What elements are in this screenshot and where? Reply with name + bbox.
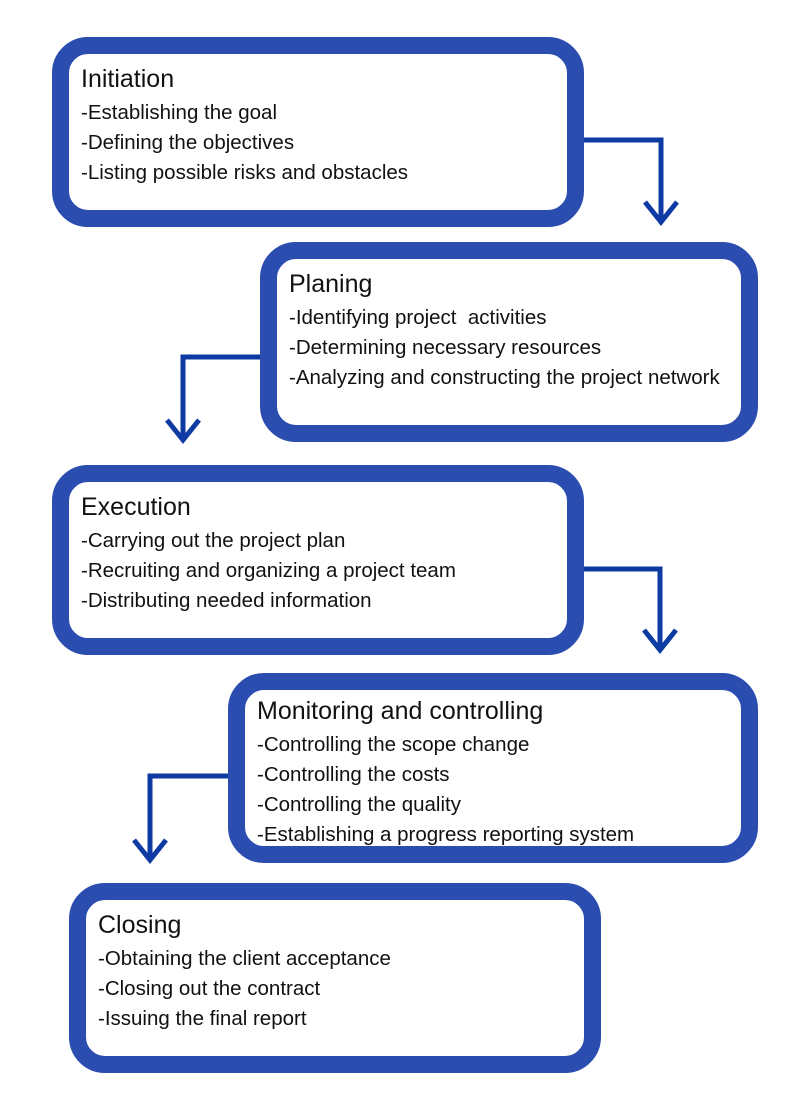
stage-item: -Recruiting and organizing a project tea… (81, 559, 456, 582)
stage-item: -Controlling the scope change (257, 733, 530, 756)
stage-item: -Analyzing and constructing the project … (289, 366, 720, 389)
stage-item: -Carrying out the project plan (81, 529, 346, 552)
stage-execution: Execution -Carrying out the project plan… (52, 465, 584, 655)
stage-monitoring-and-controlling: Monitoring and controlling -Controlling … (228, 673, 758, 863)
stage-item: -Establishing the goal (81, 101, 278, 124)
stage-item: -Defining the objectives (81, 131, 295, 154)
stage-item: -Closing out the contract (98, 977, 321, 1000)
stage-title: Planing (289, 270, 373, 298)
arrow-execution-to-monitoring (575, 566, 678, 655)
stage-item: -Obtaining the client acceptance (98, 947, 391, 970)
stage-item: -Issuing the final report (98, 1007, 307, 1030)
stage-item: -Establishing a progress reporting syste… (257, 823, 635, 846)
arrow-initiation-to-planing (575, 137, 679, 227)
stage-planing: Planing -Identifying project activities … (260, 242, 758, 442)
stage-title: Execution (81, 493, 191, 521)
arrow-monitoring-to-closing (132, 773, 236, 865)
stage-item: -Listing possible risks and obstacles (81, 161, 409, 184)
stage-item: -Identifying project activities (289, 306, 547, 329)
stage-item: -Distributing needed information (81, 589, 372, 612)
stage-item: -Determining necessary resources (289, 336, 602, 359)
stage-title: Closing (98, 911, 182, 939)
stage-closing: Closing -Obtaining the client acceptance… (69, 883, 601, 1073)
stage-item: -Controlling the quality (257, 793, 461, 816)
stage-title: Initiation (81, 65, 175, 93)
stage-initiation: Initiation -Establishing the goal -Defin… (52, 37, 584, 227)
stage-item: -Controlling the costs (257, 763, 450, 786)
stage-title: Monitoring and controlling (257, 697, 544, 725)
arrow-planing-to-execution (165, 354, 268, 445)
